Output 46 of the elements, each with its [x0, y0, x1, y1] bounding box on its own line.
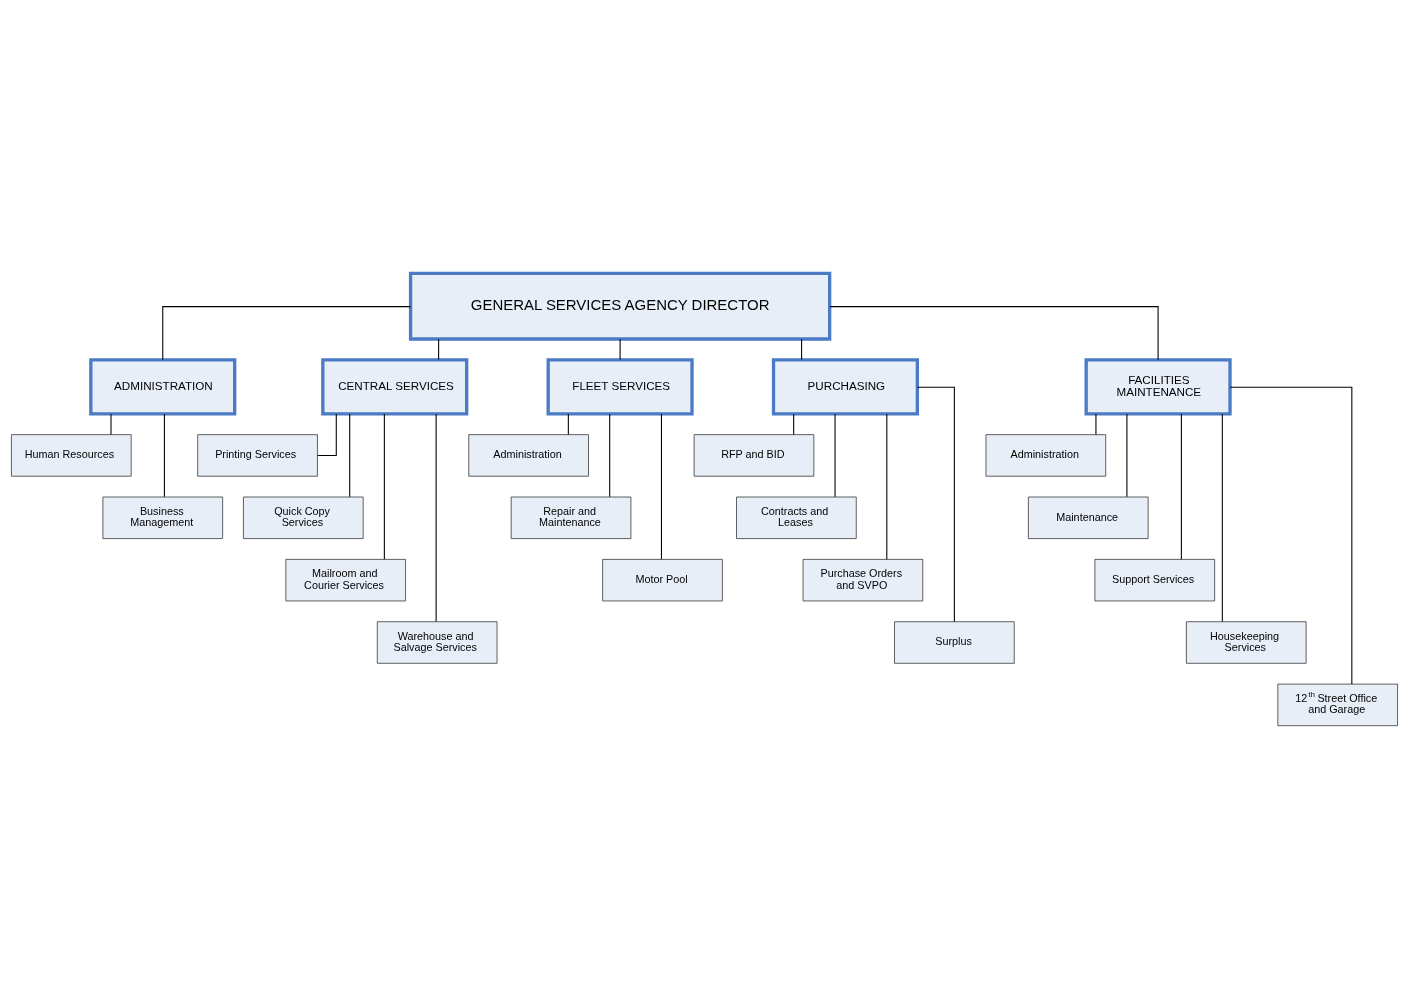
- node-box: CENTRAL SERVICES: [321, 357, 469, 415]
- connector: [349, 412, 351, 497]
- connector: [619, 338, 621, 360]
- node-box: PURCHASING: [771, 357, 920, 415]
- connector: [1229, 386, 1353, 685]
- connector: [660, 413, 662, 560]
- node-box: Purchase Orders and SVPO: [802, 558, 924, 601]
- node-box: Support Services: [1094, 558, 1216, 601]
- connector: [793, 412, 795, 435]
- node-box: ADMINISTRATION: [89, 357, 237, 415]
- node-box: RFP and BID: [693, 433, 815, 477]
- node-box: Administration: [985, 433, 1107, 477]
- connector: [567, 412, 569, 435]
- node-box: Surplus: [894, 620, 1015, 664]
- connector: [438, 338, 440, 360]
- node-box: Contracts and Leases: [736, 496, 857, 539]
- node-box: Business Management: [102, 496, 224, 539]
- node-box: Warehouse and Salvage Services: [376, 620, 498, 664]
- connector: [110, 412, 112, 435]
- node-box: Human Resources: [11, 433, 132, 477]
- connector: [609, 412, 611, 497]
- node-box: Maintenance: [1027, 496, 1149, 539]
- node-box: FLEET SERVICES: [546, 357, 694, 415]
- connector: [162, 305, 412, 360]
- node-box: Administration: [468, 433, 589, 477]
- node-box: Quick Copy Services: [243, 496, 364, 539]
- node-box: 12$^{th}$ Street Office and Garage: [1277, 683, 1398, 726]
- connector: [1221, 412, 1223, 622]
- connector: [1126, 412, 1128, 497]
- connector: [1095, 412, 1097, 435]
- connector: [834, 412, 836, 497]
- connector: [829, 305, 1159, 360]
- node-box: Housekeeping Services: [1185, 620, 1307, 664]
- connector: [435, 412, 437, 622]
- connector: [886, 413, 888, 560]
- connector: [383, 413, 385, 560]
- node-box: Printing Services: [197, 433, 318, 477]
- connector: [163, 412, 165, 497]
- connector: [916, 386, 955, 622]
- node-box: Mailroom and Courier Services: [285, 558, 406, 601]
- connector: [801, 338, 803, 360]
- node-box: Motor Pool: [602, 558, 723, 601]
- node-box: Repair and Maintenance: [510, 496, 632, 539]
- node-box: FACILITIES MAINTENANCE: [1084, 357, 1232, 415]
- connector: [1180, 413, 1182, 560]
- node-box: GENERAL SERVICES AGENCY DIRECTOR: [408, 271, 832, 341]
